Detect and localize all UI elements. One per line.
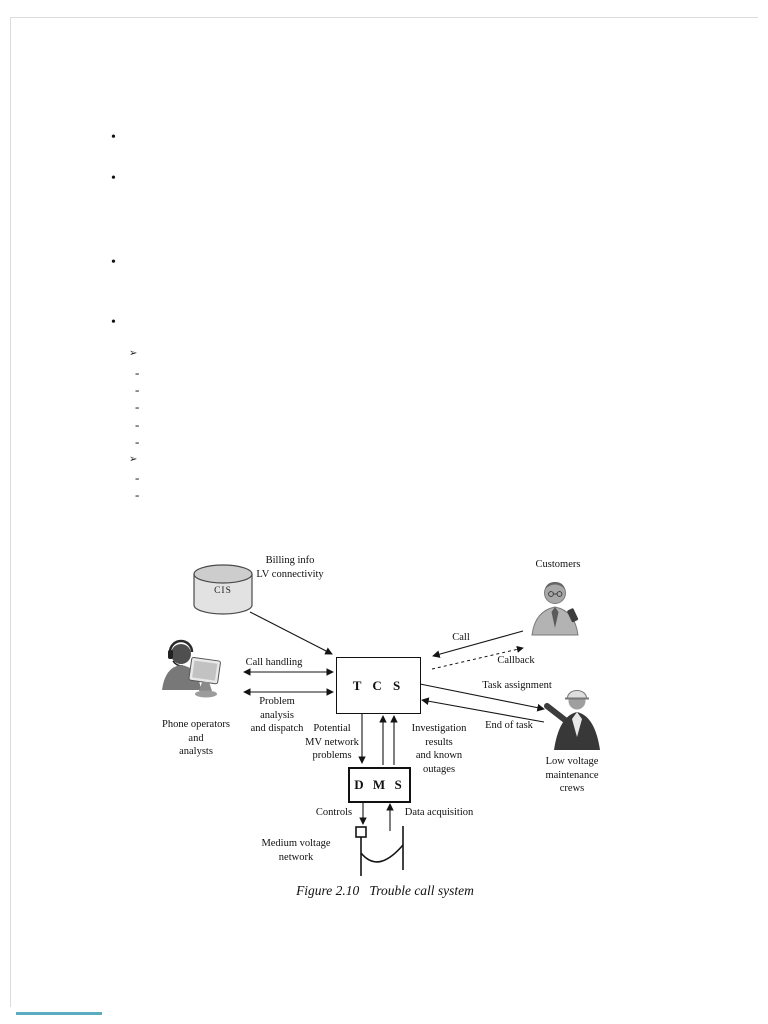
dms-box: D M S bbox=[348, 767, 411, 803]
figure-caption: Figure 2.10 Trouble call system bbox=[296, 883, 474, 898]
arrow-end-of-task bbox=[421, 697, 545, 723]
maintenance-crew-icon bbox=[544, 690, 600, 750]
dash-marker: - bbox=[135, 365, 140, 380]
end-of-task-label: End of task bbox=[485, 720, 533, 731]
investigation-results-label: Investigation results and known outages bbox=[411, 723, 467, 775]
bullet-marker: • bbox=[111, 171, 116, 186]
customers-icon bbox=[531, 582, 579, 636]
mv-network-icon bbox=[355, 826, 404, 876]
billing-info-label: Billing info LV connectivity bbox=[256, 555, 324, 580]
arrow-bullet-marker: ➢ bbox=[129, 454, 138, 465]
dash-marker: - bbox=[135, 382, 140, 397]
bullet-marker: • bbox=[111, 130, 116, 145]
task-assignment-label: Task assignment bbox=[482, 680, 552, 691]
call-label: Call bbox=[452, 632, 470, 643]
call-handling-label: Call handling bbox=[245, 657, 303, 668]
phone-operators-label: Phone operators and analysts bbox=[162, 719, 230, 758]
dash-marker: - bbox=[135, 434, 140, 449]
bullet-marker: • bbox=[111, 315, 116, 330]
arrow-bullet-marker: ➢ bbox=[129, 348, 138, 359]
scan-line-left bbox=[10, 17, 11, 1007]
arrow-cis-to-tcs bbox=[249, 611, 333, 655]
tcs-box: T C S bbox=[336, 657, 421, 714]
dash-marker: - bbox=[135, 417, 140, 432]
potential-problems-label: Potential MV network problems bbox=[305, 723, 359, 762]
scan-artifact-line bbox=[16, 1012, 102, 1015]
phone-operator-icon bbox=[162, 639, 221, 698]
trouble-call-system-diagram: T C S D M S CIS Billing info LV connecti… bbox=[140, 548, 640, 888]
dash-marker: - bbox=[135, 487, 140, 502]
controls-label: Controls bbox=[315, 807, 353, 818]
mv-network-label: Medium voltage network bbox=[261, 838, 331, 863]
diagram-graphics bbox=[162, 564, 600, 876]
arrow-call bbox=[432, 630, 524, 658]
cis-label: CIS bbox=[214, 586, 232, 596]
dash-marker: - bbox=[135, 470, 140, 485]
problem-analysis-label: Problem analysis and dispatch bbox=[250, 696, 304, 735]
arrow-task-assignment bbox=[419, 683, 545, 712]
dash-marker: - bbox=[135, 399, 140, 414]
bullet-marker: • bbox=[111, 255, 116, 270]
lv-crews-label: Low voltage maintenance crews bbox=[545, 756, 599, 795]
customers-label: Customers bbox=[535, 559, 581, 570]
cis-database-icon bbox=[193, 564, 253, 615]
data-acquisition-label: Data acquisition bbox=[404, 807, 474, 818]
callback-label: Callback bbox=[497, 655, 535, 666]
scan-line-top bbox=[10, 17, 758, 18]
